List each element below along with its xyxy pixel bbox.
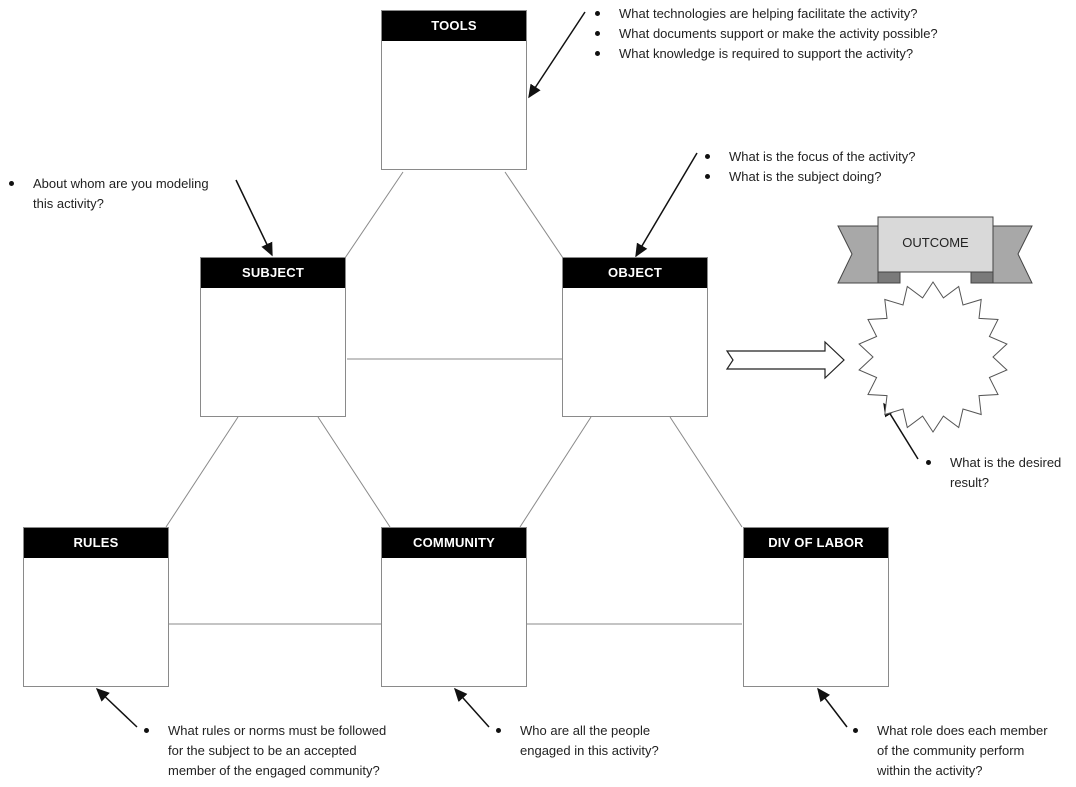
bullet-icon xyxy=(144,728,149,733)
note-object-text-2: What is the subject doing? xyxy=(729,169,882,184)
note-object-item: What is the subject doing? xyxy=(705,167,1029,187)
note-rules-line-1: What rules or norms must be followed xyxy=(168,723,387,738)
note-community: Who are all the people engaged in this a… xyxy=(496,721,720,761)
note-object: What is the focus of the activity? What … xyxy=(705,147,1029,187)
note-rules-line-2: for the subject to be an accepted xyxy=(168,743,357,758)
arrow-division xyxy=(817,687,848,728)
note-division-line-1: What role does each member xyxy=(877,723,1048,738)
note-object-text-1: What is the focus of the activity? xyxy=(729,149,916,164)
note-outcome-line-2: result? xyxy=(950,475,990,490)
note-tools: What technologies are helping facilitate… xyxy=(595,4,1059,64)
note-community-line-1: Who are all the people xyxy=(520,723,651,738)
node-subject-body xyxy=(201,288,345,416)
outcome-block-arrow xyxy=(725,340,845,380)
bullet-icon xyxy=(705,174,710,179)
bullet-icon xyxy=(705,154,710,159)
note-tools-item: What technologies are helping facilitate… xyxy=(595,4,1059,24)
note-rules-line-3: member of the engaged community? xyxy=(168,763,380,778)
link-subject-community xyxy=(317,416,391,528)
node-object-body xyxy=(563,288,707,416)
arrow-object xyxy=(635,152,698,258)
note-outcome: What is the desired result? xyxy=(926,453,1070,493)
node-division-title: DIV OF LABOR xyxy=(744,528,888,558)
node-subject: SUBJECT xyxy=(200,257,346,417)
bullet-icon xyxy=(496,728,501,733)
note-division: What role does each member of the commun… xyxy=(853,721,1072,781)
node-community-body xyxy=(382,558,526,686)
bullet-icon xyxy=(595,51,600,56)
outcome-label: OUTCOME xyxy=(902,235,969,250)
note-tools-item: What documents support or make the activ… xyxy=(595,24,1059,44)
note-subject: About whom are you modeling this activit… xyxy=(9,174,253,214)
bullet-icon xyxy=(595,31,600,36)
link-tools-subject xyxy=(344,171,404,259)
node-object: OBJECT xyxy=(562,257,708,417)
note-community-line-2: engaged in this activity? xyxy=(520,743,659,758)
node-rules: RULES xyxy=(23,527,169,687)
note-tools-item: What knowledge is required to support th… xyxy=(595,44,1059,64)
node-tools: TOOLS xyxy=(381,10,527,170)
note-outcome-line-1: What is the desired xyxy=(950,455,1062,470)
note-tools-text-1: What technologies are helping facilitate… xyxy=(619,6,918,21)
node-community-title: COMMUNITY xyxy=(382,528,526,558)
note-division-line-3: within the activity? xyxy=(877,763,983,778)
bullet-icon xyxy=(595,11,600,16)
note-subject-line-2: this activity? xyxy=(33,196,104,211)
node-rules-body xyxy=(24,558,168,686)
link-subject-rules xyxy=(165,416,239,528)
bullet-icon xyxy=(9,181,14,186)
note-subject-line-1: About whom are you modeling xyxy=(33,176,209,191)
note-rules: What rules or norms must be followed for… xyxy=(144,721,428,781)
note-object-item: What is the focus of the activity? xyxy=(705,147,1029,167)
note-division-line-2: of the community perform xyxy=(877,743,1025,758)
node-division: DIV OF LABOR xyxy=(743,527,889,687)
node-object-title: OBJECT xyxy=(563,258,707,288)
node-tools-title: TOOLS xyxy=(382,11,526,41)
node-subject-title: SUBJECT xyxy=(201,258,345,288)
node-tools-body xyxy=(382,41,526,169)
outcome-starburst xyxy=(858,281,1008,433)
arrow-subject xyxy=(235,179,273,257)
note-tools-text-2: What documents support or make the activ… xyxy=(619,26,938,41)
arrow-community xyxy=(453,687,490,728)
link-object-community xyxy=(519,416,592,528)
arrow-rules xyxy=(95,687,138,728)
outcome-ribbon xyxy=(837,216,1033,284)
bullet-icon xyxy=(926,460,931,465)
note-tools-text-3: What knowledge is required to support th… xyxy=(619,46,914,61)
node-community: COMMUNITY xyxy=(381,527,527,687)
link-object-division xyxy=(669,416,743,528)
bullet-icon xyxy=(853,728,858,733)
node-division-body xyxy=(744,558,888,686)
arrow-tools xyxy=(528,11,586,99)
link-tools-object xyxy=(504,171,564,259)
node-rules-title: RULES xyxy=(24,528,168,558)
